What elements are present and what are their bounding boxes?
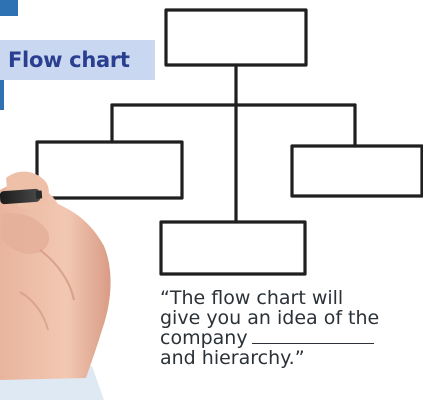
title-banner: Flow chart xyxy=(0,40,155,80)
org-chart xyxy=(35,8,423,276)
knuckle-shade xyxy=(39,249,75,301)
hand-illustration xyxy=(0,171,111,400)
quote-line-1: “The flow chart will xyxy=(160,287,344,309)
quote-line-2: give you an idea of the xyxy=(160,307,380,329)
marker-pen-icon xyxy=(0,188,43,205)
chart-box-left xyxy=(35,140,184,200)
chart-box-top xyxy=(164,8,308,67)
hand-palm xyxy=(0,182,111,380)
quote-line-3-wrap: company xyxy=(160,328,422,348)
knuckle-shade-2 xyxy=(19,291,49,331)
quote-text: “The flow chart will give you an idea of… xyxy=(160,288,422,368)
fill-in-blank[interactable] xyxy=(251,329,374,344)
corner-accent-tab xyxy=(0,0,18,16)
chart-box-right xyxy=(290,144,423,198)
quote-line-4: and hierarchy.” xyxy=(160,347,305,369)
quote-line-3: company xyxy=(160,327,248,349)
left-accent-strip xyxy=(0,78,4,110)
chart-box-bottom xyxy=(159,220,307,276)
finger-lower xyxy=(0,212,50,254)
page-title: Flow chart xyxy=(8,48,130,72)
